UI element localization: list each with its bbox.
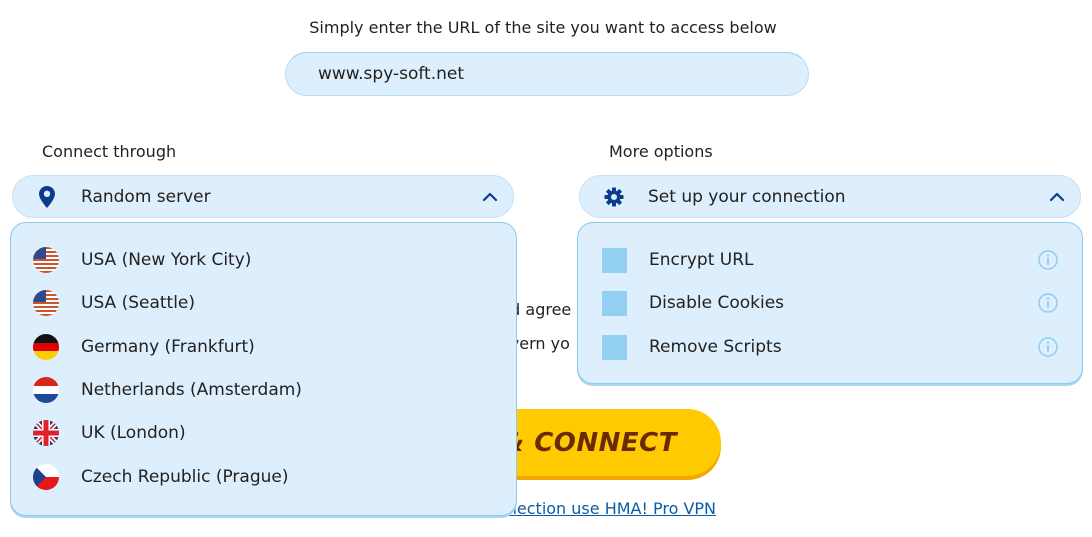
option-disable-cookies: Disable Cookies: [602, 288, 1066, 318]
uk-flag-icon: [33, 420, 59, 446]
server-dropdown-menu: USA (New York City) USA (Seattle) German…: [10, 222, 517, 516]
server-select-value: Random server: [81, 186, 211, 207]
server-option-germany-frankfurt[interactable]: Germany (Frankfurt): [33, 332, 255, 362]
us-flag-icon: [33, 247, 59, 273]
hma-pro-vpn-link[interactable]: nection use HMA! Pro VPN: [506, 499, 716, 518]
connection-options-value: Set up your connection: [648, 186, 846, 207]
connection-options-menu: Encrypt URL Disable Cookies Remove Scrip…: [577, 222, 1083, 384]
connection-options-select[interactable]: Set up your connection: [579, 175, 1081, 218]
server-option-netherlands-amsterdam[interactable]: Netherlands (Amsterdam): [33, 375, 302, 405]
us-flag-icon: [33, 290, 59, 316]
info-icon[interactable]: [1037, 292, 1059, 314]
terms-text-line-1: nd agree: [500, 300, 572, 319]
netherlands-flag-icon: [33, 377, 59, 403]
map-pin-icon: [37, 185, 57, 208]
server-option-uk-london[interactable]: UK (London): [33, 418, 186, 448]
chevron-up-icon: [1048, 188, 1066, 206]
terms-text-line-2: overn yo: [500, 334, 570, 353]
chevron-up-icon: [481, 188, 499, 206]
disable-cookies-checkbox[interactable]: [602, 290, 627, 316]
url-input[interactable]: [285, 52, 809, 96]
server-option-usa-nyc[interactable]: USA (New York City): [33, 245, 251, 275]
connect-through-label: Connect through: [42, 142, 177, 161]
option-remove-scripts: Remove Scripts: [602, 332, 1066, 362]
instruction-text: Simply enter the URL of the site you wan…: [309, 18, 777, 37]
server-option-usa-seattle[interactable]: USA (Seattle): [33, 288, 195, 318]
server-select[interactable]: Random server: [12, 175, 514, 218]
more-options-label: More options: [609, 142, 713, 161]
info-icon[interactable]: [1037, 336, 1059, 358]
info-icon[interactable]: [1037, 249, 1059, 271]
czech-flag-icon: [33, 464, 59, 490]
germany-flag-icon: [33, 334, 59, 360]
encrypt-url-checkbox[interactable]: [602, 247, 627, 273]
gear-icon: [604, 186, 624, 208]
remove-scripts-checkbox[interactable]: [602, 334, 627, 360]
server-option-czech-prague[interactable]: Czech Republic (Prague): [33, 462, 289, 492]
option-encrypt-url: Encrypt URL: [602, 245, 1066, 275]
